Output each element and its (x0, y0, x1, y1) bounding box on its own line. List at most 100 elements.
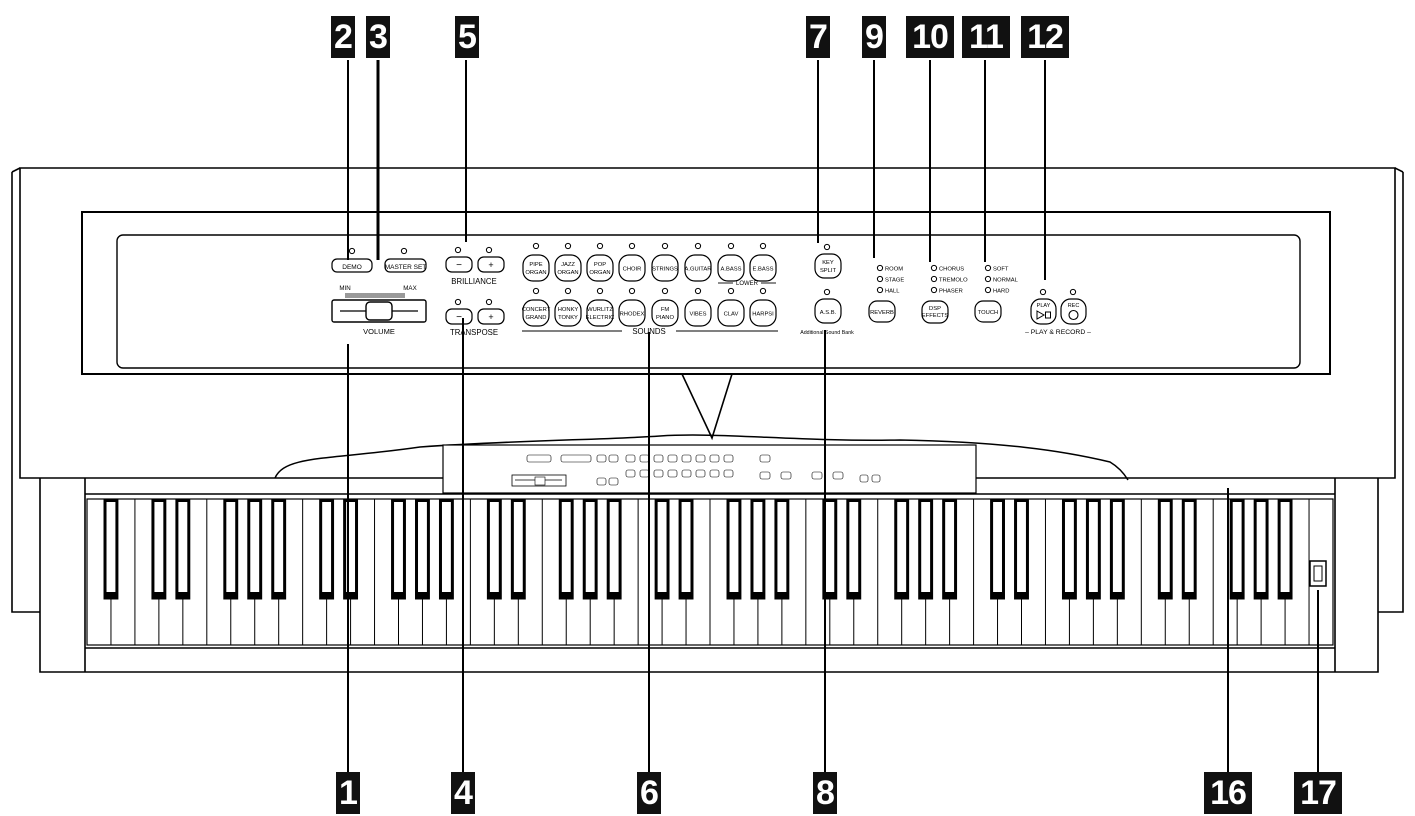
black-key-highlight (777, 502, 787, 592)
voice-led (661, 242, 669, 250)
voice-button-clav[interactable] (717, 299, 745, 327)
dsp-label-line2: EFFECTS (922, 313, 949, 319)
volume-slider[interactable] (365, 301, 393, 321)
mini-panel (442, 444, 977, 494)
voice-label: CLAV (724, 312, 739, 318)
reverb-option-label: ROOM (885, 267, 903, 273)
touch-led (984, 264, 992, 272)
mini-button (681, 454, 692, 463)
black-key-highlight (489, 502, 499, 592)
brilliance-minus-button[interactable] (445, 256, 473, 273)
voice-label-line2: TONKY (558, 315, 578, 321)
black-key-highlight (1088, 502, 1098, 592)
voice-button-aguitar[interactable] (684, 254, 712, 282)
black-key-highlight (681, 502, 691, 592)
dsp-effects-button[interactable] (921, 300, 949, 324)
touch-button[interactable] (974, 300, 1002, 323)
voice-button-pipe[interactable] (522, 254, 550, 282)
dsp-option-label: PHASER (939, 289, 963, 295)
voice-led (532, 287, 540, 295)
rec-led (1069, 288, 1077, 296)
voice-button-fm[interactable] (651, 299, 679, 327)
reverb-led (876, 264, 884, 272)
voice-button-vibes[interactable] (684, 299, 712, 327)
black-key-highlight (154, 502, 164, 592)
voice-label: E.BASS (753, 267, 774, 273)
voice-button-abass[interactable] (717, 254, 745, 282)
callout-10: 10 (906, 16, 954, 58)
mini-button (780, 471, 792, 480)
voice-label-line2: ORGAN (557, 270, 578, 276)
touch-option-label: HARD (993, 289, 1009, 295)
dsp-led (930, 275, 938, 283)
mini-button (681, 469, 692, 478)
touch-led (984, 275, 992, 283)
voice-button-rhodex[interactable] (618, 299, 646, 327)
key-split-button[interactable] (814, 253, 842, 279)
mini-button (639, 454, 650, 463)
callout-16: 16 (1204, 772, 1252, 814)
mini-button (653, 469, 664, 478)
stop-icon (1045, 311, 1051, 319)
black-key-highlight (993, 502, 1002, 592)
rec-button[interactable] (1060, 298, 1087, 325)
reverb-led (876, 286, 884, 294)
play-icon (1036, 310, 1046, 320)
dsp-option-label: TREMOLO (939, 278, 968, 284)
black-key-highlight (897, 502, 907, 592)
mini-button (709, 469, 720, 478)
reverb-button[interactable] (868, 300, 896, 323)
mini-button (723, 454, 734, 463)
voice-label: A.BASS (721, 267, 742, 273)
demo-led (348, 247, 356, 255)
master-set-led (400, 247, 408, 255)
voice-button-honky[interactable] (554, 299, 582, 327)
mini-button (832, 471, 844, 480)
voice-led (564, 287, 572, 295)
asb-button[interactable] (814, 298, 842, 324)
brilliance-label: BRILLIANCE (451, 277, 497, 286)
black-key-highlight (1017, 502, 1026, 592)
mini-button (639, 469, 650, 478)
voice-button-pop[interactable] (586, 254, 614, 282)
voice-led (759, 287, 767, 295)
voice-button-choir[interactable] (618, 254, 646, 282)
black-key-highlight (106, 502, 116, 592)
brilliance-plus-button[interactable] (477, 256, 505, 273)
demo-button[interactable] (331, 258, 373, 273)
transpose-plus-button[interactable] (477, 308, 505, 325)
callout-7: 7 (806, 16, 830, 58)
black-key-highlight (657, 502, 667, 592)
transpose-minus-led (454, 298, 462, 306)
mini-button (667, 469, 678, 478)
voice-led (694, 287, 702, 295)
black-key-highlight (849, 502, 859, 592)
mini-button (695, 454, 706, 463)
asb-label: A.S.B. (820, 310, 837, 316)
mini-button (560, 454, 592, 463)
voice-button-strings[interactable] (651, 254, 679, 282)
black-key-highlight (609, 502, 619, 592)
voice-led (532, 242, 540, 250)
black-key-highlight (226, 502, 236, 592)
transpose-minus-button[interactable] (445, 308, 473, 325)
voice-button-harpsi[interactable] (749, 299, 777, 327)
lid-curve (274, 434, 1129, 481)
black-key-highlight (921, 502, 931, 592)
voice-button-wurlitz[interactable] (586, 299, 614, 327)
callout-17: 17 (1294, 772, 1342, 814)
demo-label: DEMO (342, 264, 362, 271)
voice-button-ebass[interactable] (749, 254, 777, 282)
voice-button-jazz[interactable] (554, 254, 582, 282)
record-icon (1068, 309, 1079, 321)
master-set-button[interactable] (384, 258, 427, 273)
black-key-highlight (825, 502, 835, 592)
voice-button-concert[interactable] (522, 299, 550, 327)
reverb-option-label: HALL (885, 289, 900, 295)
dsp-option-label: CHORUS (939, 267, 964, 273)
volume-label: VOLUME (363, 327, 395, 336)
play-label: PLAY (1037, 303, 1051, 309)
mini-button (625, 454, 636, 463)
black-key-highlight (1280, 502, 1290, 592)
